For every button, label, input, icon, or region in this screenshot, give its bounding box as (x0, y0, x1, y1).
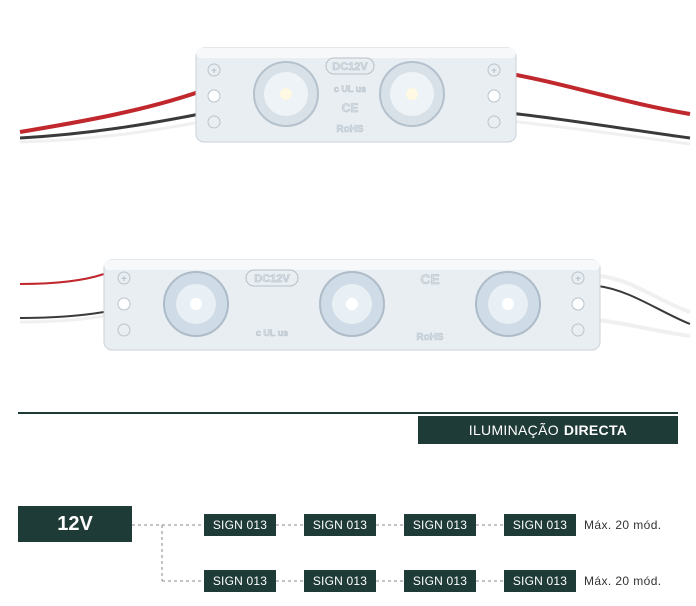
plus-icon (117, 271, 131, 285)
led-chip-icon (346, 298, 358, 310)
ul-mark-embossed: c UL us (334, 84, 366, 94)
voltage-badge-embossed: DC12V (332, 61, 368, 73)
dark-wire-left (19, 110, 211, 140)
module-highlight (104, 260, 600, 270)
led-chip-icon (190, 298, 202, 310)
module-chip: SIGN 013 (504, 514, 576, 536)
white-wire-left (19, 118, 211, 144)
rohs-mark-embossed: RoHS (336, 124, 364, 135)
led-chip-icon (502, 298, 514, 310)
section-title-light: ILUMINAÇÃO (468, 422, 559, 438)
max-modules-label: Máx. 20 mód. (584, 574, 662, 588)
svg-text:+: + (121, 274, 127, 285)
minus-icon (571, 323, 585, 337)
voltage-badge-embossed: DC12V (254, 273, 290, 285)
module-chip: SIGN 013 (304, 514, 376, 536)
section-title-bold: DIRECTA (563, 422, 628, 438)
ce-mark-embossed: CE (342, 101, 359, 115)
ce-mark-embossed: CE (420, 271, 439, 287)
rohs-mark-embossed: RoHS (416, 332, 444, 343)
voltage-source-label: 12V (18, 506, 132, 542)
white-wire-right-2 (597, 318, 691, 338)
red-wire-right (499, 70, 691, 116)
module-chip: SIGN 013 (304, 570, 376, 592)
module-chip: SIGN 013 (404, 514, 476, 536)
minus-icon (207, 115, 221, 129)
dark-wire-right (499, 110, 691, 140)
module-highlight (196, 48, 516, 58)
white-wire-left (19, 314, 105, 324)
red-wire-left (19, 273, 105, 285)
max-modules-label: Máx. 20 mód. (584, 518, 662, 532)
module-chip: SIGN 013 (404, 570, 476, 592)
module-chip: SIGN 013 (204, 514, 276, 536)
dark-wire-right (597, 285, 691, 325)
minus-icon (487, 115, 501, 129)
led-chip-icon (406, 88, 418, 100)
ul-mark-embossed: c UL us (256, 328, 288, 338)
plus-icon (207, 63, 221, 77)
white-wire-right (499, 118, 691, 146)
plus-icon (487, 63, 501, 77)
product-photo-two-led-module: + + DC12V c UL us CE RoHS (0, 0, 696, 180)
mount-hole-icon (571, 297, 585, 311)
led-chip-icon (280, 88, 292, 100)
section-title-banner: ILUMINAÇÃO DIRECTA (418, 416, 678, 444)
plus-icon (571, 271, 585, 285)
svg-text:+: + (211, 66, 217, 77)
section-divider (18, 412, 678, 414)
wiring-connectors (132, 524, 504, 582)
module-chip: SIGN 013 (204, 570, 276, 592)
minus-icon (117, 323, 131, 337)
product-photo-three-led-module: + + DC12V c UL us CE RoHS (0, 232, 696, 372)
white-wire-right (597, 274, 691, 314)
mount-hole-icon (117, 297, 131, 311)
red-wire-left (19, 86, 211, 134)
mount-hole-icon (487, 89, 501, 103)
svg-text:+: + (491, 66, 497, 77)
svg-text:+: + (575, 274, 581, 285)
dark-wire-left (19, 311, 105, 319)
module-chip: SIGN 013 (504, 570, 576, 592)
mount-hole-icon (207, 89, 221, 103)
